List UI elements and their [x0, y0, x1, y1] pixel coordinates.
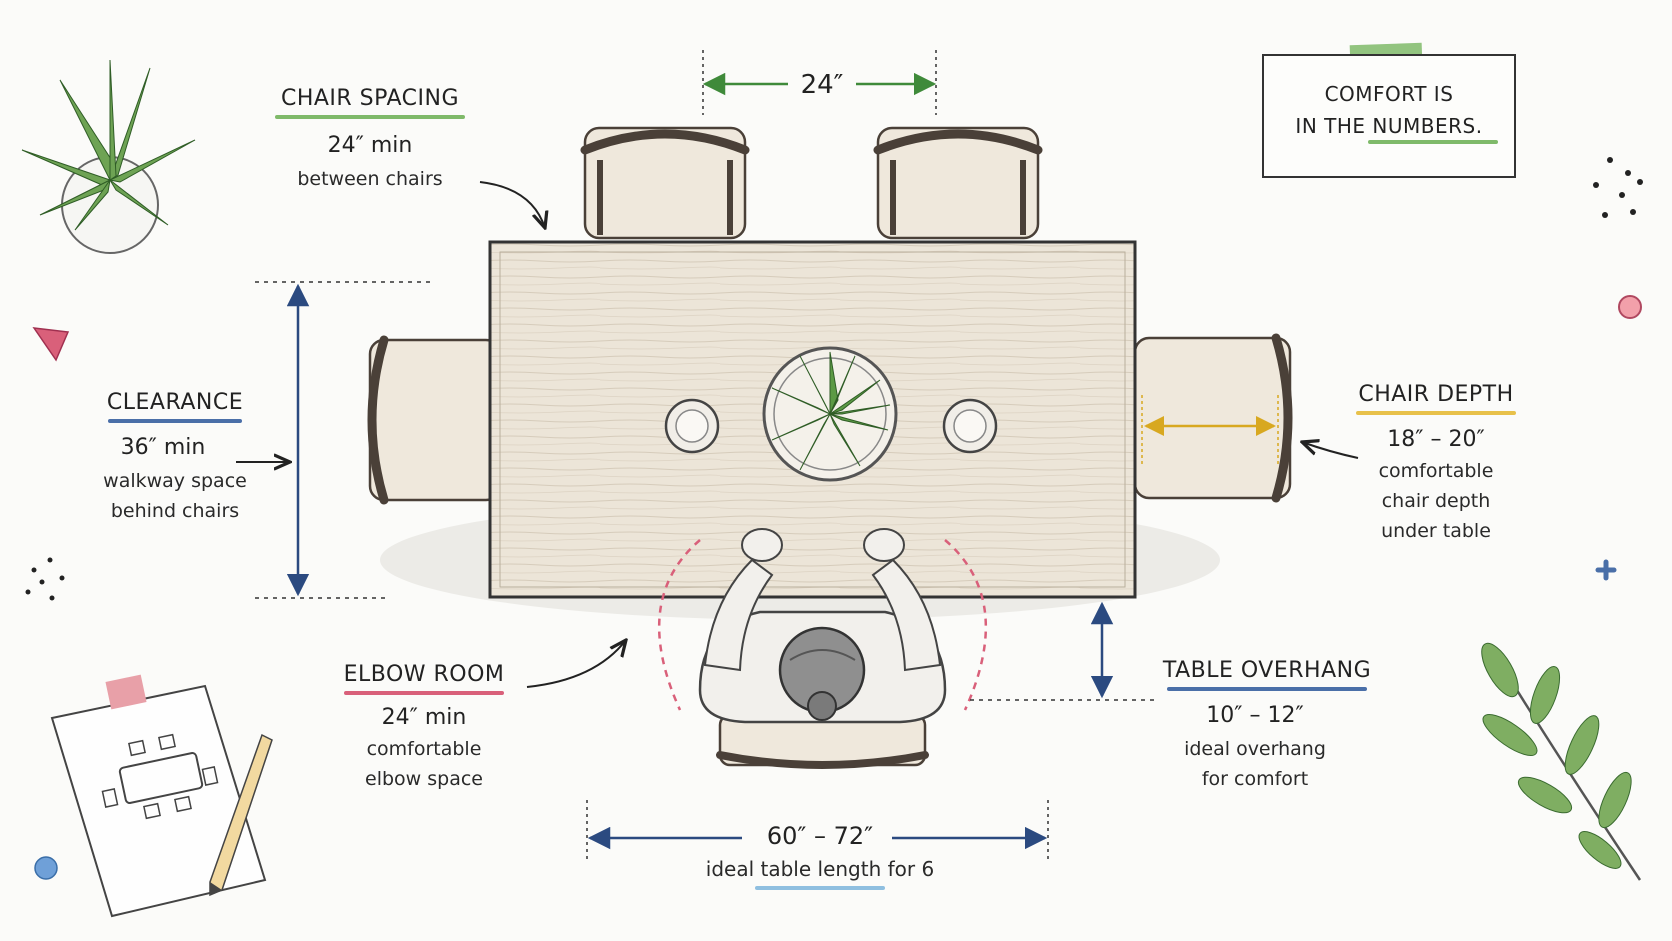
- table-overhang-title: TABLE OVERHANG: [1162, 658, 1372, 683]
- chair-top-left: [580, 126, 750, 240]
- leaf-branch-icon: [1481, 642, 1642, 881]
- chair-right: [1133, 333, 1293, 503]
- candle-icon-right: [942, 398, 998, 454]
- decorative-circle-pink: [1618, 295, 1642, 319]
- decorative-dots-top-right: [1593, 157, 1643, 218]
- table-overhang-value: 10″ – 12″: [1206, 703, 1304, 728]
- potted-plant-icon: [21, 59, 196, 254]
- clearance-title: CLEARANCE: [106, 390, 244, 415]
- elbow-room-title: ELBOW ROOM: [343, 662, 505, 687]
- quote-line-2: IN THE NUMBERS.: [1295, 114, 1483, 138]
- quote-line-1: COMFORT IS: [1324, 82, 1454, 106]
- centerpiece-plant-icon: [762, 346, 898, 482]
- elbow-room-label: ELBOW ROOM 24″ min comfortable elbow spa…: [334, 662, 514, 794]
- elbow-room-arc-right: [944, 539, 988, 711]
- chair-depth-title: CHAIR DEPTH: [1358, 382, 1514, 407]
- clearance-desc-1: walkway space: [103, 470, 247, 492]
- elbow-room-desc-1: comfortable: [366, 738, 482, 760]
- chair-depth-desc-2: chair depth: [1381, 490, 1491, 512]
- chair-spacing-label: CHAIR SPACING 24″ min between chairs: [270, 86, 470, 194]
- table-length-label: 60″ – 72″ ideal table length for 6: [660, 822, 980, 890]
- chair-left: [367, 335, 502, 505]
- chair-top-right: [873, 126, 1043, 240]
- chair-gap-value: 24″: [801, 70, 844, 100]
- chair-spacing-arrow: [479, 181, 545, 228]
- chair-depth-desc-1: comfortable: [1378, 460, 1494, 482]
- chair-depth-dimension: [1141, 395, 1359, 465]
- seated-person-icon: [698, 528, 947, 724]
- chair-spacing-underline: [275, 115, 465, 119]
- clearance-desc-2: behind chairs: [110, 500, 240, 522]
- elbow-room-arrow: [526, 640, 626, 688]
- chair-depth-desc-3: under table: [1381, 520, 1491, 542]
- table-overhang-dimension: [970, 601, 1155, 701]
- pencil-icon: [209, 733, 273, 897]
- chair-spacing-value: 24″ min: [327, 133, 413, 158]
- clearance-underline: [108, 419, 242, 423]
- chair-spacing-title: CHAIR SPACING: [280, 86, 460, 111]
- elbow-room-value: 24″ min: [381, 705, 467, 730]
- table-overhang-desc-1: ideal overhang: [1184, 738, 1326, 760]
- chair-depth-underline: [1356, 411, 1516, 415]
- table-overhang-desc-2: for comfort: [1201, 768, 1309, 790]
- decorative-triangle: [32, 327, 70, 362]
- chair-depth-value: 18″ – 20″: [1387, 427, 1485, 452]
- table-length-underline: [755, 886, 885, 890]
- table-length-dimension: [586, 800, 1049, 862]
- clearance-label: CLEARANCE 36″ min walkway space behind c…: [90, 390, 260, 526]
- elbow-room-desc-2: elbow space: [365, 768, 483, 790]
- quote-box: COMFORT IS IN THE NUMBERS.: [1262, 54, 1516, 178]
- decorative-circle-blue: [34, 856, 58, 880]
- table-overhang-label: TABLE OVERHANG 10″ – 12″ ideal overhang …: [1162, 658, 1372, 794]
- elbow-room-underline: [344, 691, 504, 695]
- floor-plan-sketch-icon: [50, 674, 267, 918]
- candle-icon-left: [664, 398, 720, 454]
- decorative-cross: [1595, 559, 1617, 581]
- quote-underline: [1368, 140, 1498, 144]
- table-length-desc: ideal table length for 6: [705, 857, 935, 881]
- chair-bottom: [716, 713, 929, 769]
- table-overhang-underline: [1167, 687, 1367, 691]
- decorative-dots-left: [25, 557, 65, 601]
- elbow-room-arc-left: [657, 539, 701, 711]
- chair-depth-label: CHAIR DEPTH 18″ – 20″ comfortable chair …: [1348, 382, 1524, 546]
- clearance-value: 36″ min: [120, 435, 206, 460]
- chair-gap-dimension: 24″: [702, 50, 937, 115]
- clearance-dimension: [236, 281, 430, 599]
- chair-spacing-desc: between chairs: [297, 168, 443, 190]
- table-length-value: 60″ – 72″: [766, 822, 874, 850]
